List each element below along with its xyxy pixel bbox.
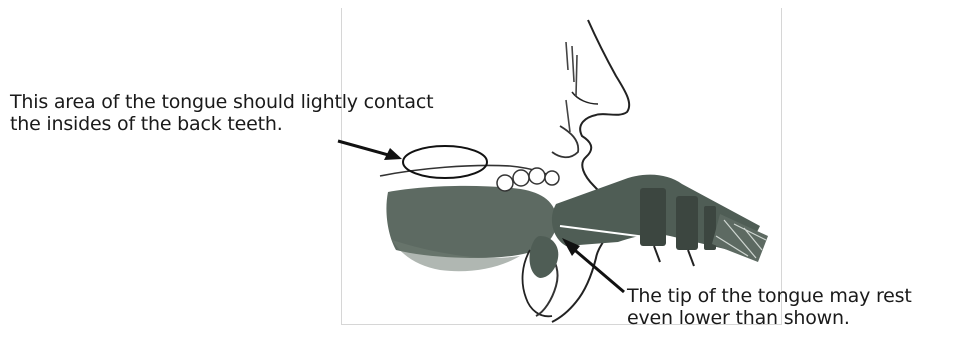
tongue-tip [529,236,558,278]
contact-area-ellipse [403,146,487,178]
tongue-tip-caption-line-2: even lower than shown. [627,307,912,329]
face-profile-outline [552,20,629,322]
back-teeth-caption-line-1: This area of the tongue should lightly c… [10,91,433,113]
back-teeth [497,168,559,191]
tongue-tip-caption-line-1: The tip of the tongue may rest [627,285,912,307]
arrow-back-teeth-shaft [338,141,392,156]
upper-teeth [566,42,577,132]
tongue-tip-caption: The tip of the tongue may rest even lowe… [627,285,912,329]
back-teeth-caption-line-2: the insides of the back teeth. [10,113,433,135]
back-teeth-caption: This area of the tongue should lightly c… [10,91,433,135]
upper-lip [552,126,578,157]
